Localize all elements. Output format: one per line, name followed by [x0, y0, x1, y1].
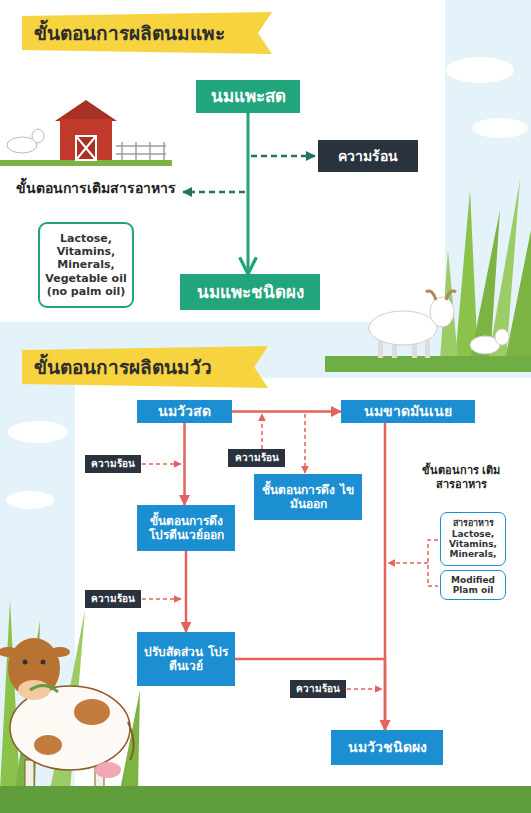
cloud: [472, 118, 528, 138]
node-text: Modified Plam oil: [443, 575, 503, 596]
node-text: ความร้อน: [338, 148, 398, 165]
nutrient-box: Modified Plam oil: [440, 570, 506, 600]
heat-box: ความร้อน: [318, 140, 418, 172]
product-box: นมวัวชนิดผง: [331, 730, 443, 765]
nutrient-box: สารอาหาร Lactose, Vitamins, Minerals,: [440, 512, 506, 566]
grass-blade: [505, 230, 531, 360]
barn-door-cross: [76, 136, 96, 160]
node-text: นมวัวสด: [158, 403, 211, 420]
node-text: ความร้อน: [296, 683, 340, 695]
cloud: [446, 57, 514, 83]
title-ribbon: ขั้นตอนการผลิตนมวัว: [22, 346, 268, 388]
node-text: ความร้อน: [91, 458, 135, 470]
step-note: ขั้นตอนการเติมสารอาหาร: [8, 180, 184, 198]
heat-leader: [347, 688, 382, 690]
node-text: นมวัวชนิดผง: [348, 739, 427, 756]
nutrient-leader: [388, 562, 428, 564]
node-text: นมแพะสด: [211, 86, 286, 106]
fence: [116, 142, 166, 160]
cow-ear: [0, 647, 18, 657]
heat-leader: [142, 598, 181, 600]
barn-roof: [55, 100, 117, 121]
cloud: [8, 421, 68, 443]
cow-head: [8, 638, 60, 698]
cow-eye: [41, 660, 46, 665]
cow-ear: [50, 647, 70, 657]
flow-arrow: [185, 551, 188, 632]
ground-strip: [325, 356, 531, 372]
nutrient-bracket: [428, 540, 438, 586]
process-box: ชั้นตอนการดึง ไขมันออก: [254, 474, 362, 520]
process-box: นมขาดมันเนย: [341, 400, 475, 423]
ribbon-fill: [22, 346, 268, 388]
node-text: ความร้อน: [91, 593, 135, 605]
heat-box: ความร้อน: [290, 680, 346, 698]
cow-eye: [23, 660, 28, 665]
barn-door: [76, 136, 96, 160]
heat-leader: [261, 414, 263, 449]
ribbon-fill: [22, 12, 272, 54]
grass-in-mouth: [30, 685, 58, 692]
cloud: [6, 491, 54, 509]
goat-horns: [426, 291, 456, 300]
node-text: ความร้อน: [235, 452, 279, 464]
cow-patch: [34, 735, 62, 755]
heat-leader: [142, 463, 181, 465]
ground-strip: [0, 786, 531, 813]
source-box: นมวัวสด: [137, 400, 232, 423]
grass-blade: [455, 190, 478, 360]
node-text: นมแพะชนิดผง: [197, 282, 304, 302]
node-text: ขั้นตอนการผลิตนมแพะ: [34, 22, 225, 45]
goat-body: [369, 311, 437, 345]
top-panel: [0, 0, 445, 322]
heat-box: ความร้อน: [85, 590, 141, 608]
barn-wall: [60, 119, 112, 160]
cow-muzzle: [18, 680, 50, 700]
grass-blade: [0, 600, 20, 790]
kid-goat-head: [495, 329, 509, 345]
source-box: นมแพะสด: [196, 80, 300, 113]
flow-arrow: [183, 423, 186, 505]
node-text: ชั้นตอนการดึง ไขมันออก: [258, 483, 358, 512]
cow-udder: [95, 762, 121, 778]
flow-arrow: [384, 423, 387, 730]
node-text: ขั้นตอนการผลิตนมวัว: [34, 356, 212, 379]
bottom-panel: [75, 378, 531, 786]
flow-arrow: [235, 659, 385, 730]
process-box: ปรับสัดส่วน โปรตีนเวย์: [137, 632, 235, 686]
heat-leader: [251, 155, 315, 158]
product-box: นมแพะชนิดผง: [180, 274, 320, 310]
step-note: ขั้นตอนการ เติมสารอาหาร: [414, 464, 508, 492]
node-text: นมขาดมันเนย: [364, 403, 452, 420]
nutrient-box: Lactose, Vitamins, Minerals, Vegetable o…: [38, 222, 134, 308]
cow-tail: [128, 722, 134, 760]
cow-leg: [25, 760, 34, 788]
node-text: ปรับสัดส่วน โปรตีนเวย์: [141, 645, 231, 674]
heat-box: ความร้อน: [85, 455, 141, 473]
nutrient-leader: [183, 191, 245, 194]
cow-patch: [74, 699, 110, 725]
title-ribbon: ขั้นตอนการผลิตนมแพะ: [22, 12, 272, 54]
goat-head: [430, 297, 454, 327]
flow-arrow: [247, 113, 250, 274]
flow-arrow: [232, 410, 341, 413]
node-text: ขั้นตอนการดึง โปรตีนเวย์ออก: [141, 514, 231, 543]
node-text: Lactose, Vitamins, Minerals, Vegetable o…: [43, 232, 129, 298]
process-box: ขั้นตอนการดึง โปรตีนเวย์ออก: [137, 505, 235, 551]
heat-box: ความร้อน: [228, 449, 285, 467]
node-text: สารอาหาร Lactose, Vitamins, Minerals,: [443, 518, 503, 559]
small-goat-head: [32, 129, 44, 143]
fat-removal-leader: [304, 414, 306, 473]
